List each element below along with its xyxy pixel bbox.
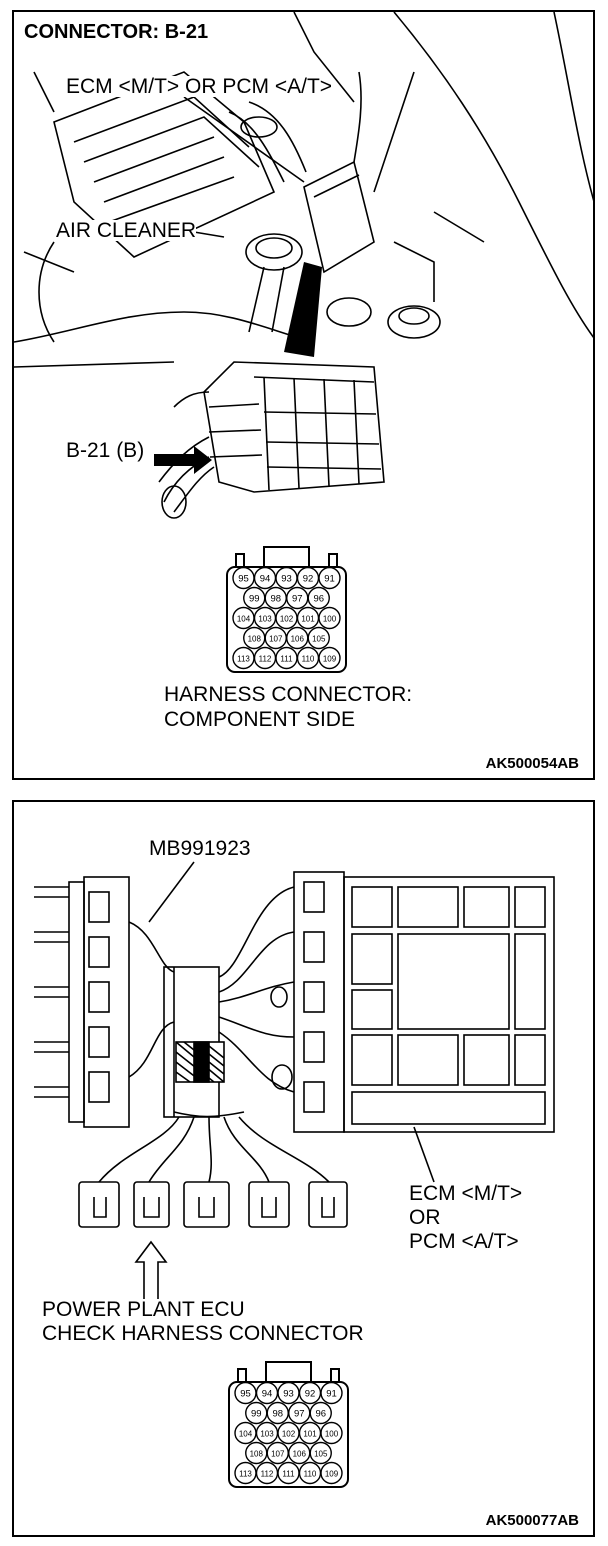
pin-label-113: 113 bbox=[237, 655, 250, 664]
pin-label-103: 103 bbox=[258, 615, 272, 624]
pin-label-99: 99 bbox=[251, 1409, 262, 1420]
pin-label-101: 101 bbox=[301, 615, 315, 624]
pin-label-97: 97 bbox=[292, 594, 303, 605]
pinout-diagram: 95 94 93 92 91 99 98 97 96 104 103 102 101 100 108 107 1… bbox=[226, 546, 347, 673]
pin-label-104: 104 bbox=[239, 1430, 253, 1439]
pin-label-113: 113 bbox=[239, 1470, 252, 1479]
pin-label-109: 109 bbox=[323, 655, 337, 664]
pin-label-93: 93 bbox=[283, 1389, 294, 1400]
pin-label-101: 101 bbox=[303, 1430, 317, 1439]
harness-label-line2: COMPONENT SIDE bbox=[164, 708, 355, 731]
pin-label-104: 104 bbox=[237, 615, 251, 624]
pin-label-103: 103 bbox=[260, 1430, 274, 1439]
pin-label-95: 95 bbox=[240, 1389, 251, 1400]
pin-label-107: 107 bbox=[271, 1450, 285, 1459]
pin-label-98: 98 bbox=[270, 594, 281, 605]
pin-100 bbox=[320, 1421, 343, 1445]
engine-bay-drawing: 95 94 93 92 91 99 98 97 96 104 103 102 101 100 108 107 1… bbox=[14, 12, 593, 673]
pin-label-94: 94 bbox=[262, 1389, 273, 1400]
pin-label-94: 94 bbox=[260, 574, 271, 585]
pin-label-106: 106 bbox=[293, 1450, 307, 1459]
pin-105 bbox=[309, 1441, 332, 1465]
ecm-label-line2: OR bbox=[409, 1206, 441, 1229]
pinout-diagram-bottom: 95 94 93 92 91 99 98 97 96 104 103 102 101 100 108 107 1… bbox=[228, 1361, 349, 1488]
pin-109 bbox=[320, 1461, 343, 1485]
pin-label-97: 97 bbox=[294, 1409, 305, 1420]
pin-label-105: 105 bbox=[312, 635, 326, 644]
connector-callout: B-21 (B) bbox=[66, 439, 145, 462]
pin-label-108: 108 bbox=[248, 635, 262, 644]
pin-105 bbox=[307, 626, 330, 650]
pin-label-95: 95 bbox=[238, 574, 249, 585]
pin-label-111: 111 bbox=[280, 655, 293, 664]
check-harness-drawing: 95 94 93 92 91 99 98 97 96 104 103 102 101 100 108 107 1… bbox=[34, 861, 555, 1488]
pin-label-96: 96 bbox=[313, 594, 324, 605]
pin-96 bbox=[307, 586, 330, 610]
check-label-line2: CHECK HARNESS CONNECTOR bbox=[42, 1322, 364, 1345]
pin-label-109: 109 bbox=[325, 1470, 339, 1479]
pin-96 bbox=[309, 1401, 332, 1425]
pin-label-102: 102 bbox=[282, 1430, 296, 1439]
ecm-label-line1: ECM <M/T> bbox=[409, 1182, 523, 1205]
pin-label-111: 111 bbox=[282, 1470, 295, 1479]
pin-label-106: 106 bbox=[291, 635, 305, 644]
pin-91 bbox=[318, 566, 341, 590]
pin-109 bbox=[318, 646, 341, 670]
pin-label-99: 99 bbox=[249, 594, 260, 605]
figure-code: AK500054AB bbox=[485, 755, 579, 772]
pin-label-105: 105 bbox=[314, 1450, 328, 1459]
pin-label-110: 110 bbox=[304, 1470, 317, 1479]
pin-label-93: 93 bbox=[281, 574, 292, 585]
pin-label-91: 91 bbox=[324, 574, 335, 585]
pin-100 bbox=[318, 606, 341, 630]
pin-label-92: 92 bbox=[303, 574, 314, 585]
ecm-label: ECM <M/T> OR PCM <A/T> bbox=[66, 75, 333, 98]
check-label-line1: POWER PLANT ECU bbox=[42, 1298, 245, 1321]
pin-label-100: 100 bbox=[323, 615, 337, 624]
pin-label-91: 91 bbox=[326, 1389, 337, 1400]
pin-label-112: 112 bbox=[259, 655, 272, 664]
pin-label-108: 108 bbox=[250, 1450, 264, 1459]
pin-label-100: 100 bbox=[325, 1430, 339, 1439]
figure-code-bottom: AK500077AB bbox=[485, 1512, 579, 1529]
pin-label-107: 107 bbox=[269, 635, 283, 644]
pin-label-92: 92 bbox=[305, 1389, 316, 1400]
tool-label: MB991923 bbox=[149, 837, 251, 860]
air-cleaner-label: AIR CLEANER bbox=[56, 219, 197, 242]
pin-label-102: 102 bbox=[280, 615, 294, 624]
connector-title: CONNECTOR: B-21 bbox=[24, 21, 209, 43]
pin-label-112: 112 bbox=[261, 1470, 274, 1479]
pin-label-98: 98 bbox=[272, 1409, 283, 1420]
pin-label-110: 110 bbox=[302, 655, 315, 664]
pin-91 bbox=[320, 1381, 343, 1405]
connector-location-panel: 95 94 93 92 91 99 98 97 96 104 103 102 101 100 108 107 1… bbox=[12, 10, 595, 780]
pin-label-96: 96 bbox=[315, 1409, 326, 1420]
check-harness-panel: 95 94 93 92 91 99 98 97 96 104 103 102 101 100 108 107 1… bbox=[12, 800, 595, 1537]
harness-label-line1: HARNESS CONNECTOR: bbox=[164, 683, 413, 706]
ecm-label-line3: PCM <A/T> bbox=[409, 1230, 519, 1253]
